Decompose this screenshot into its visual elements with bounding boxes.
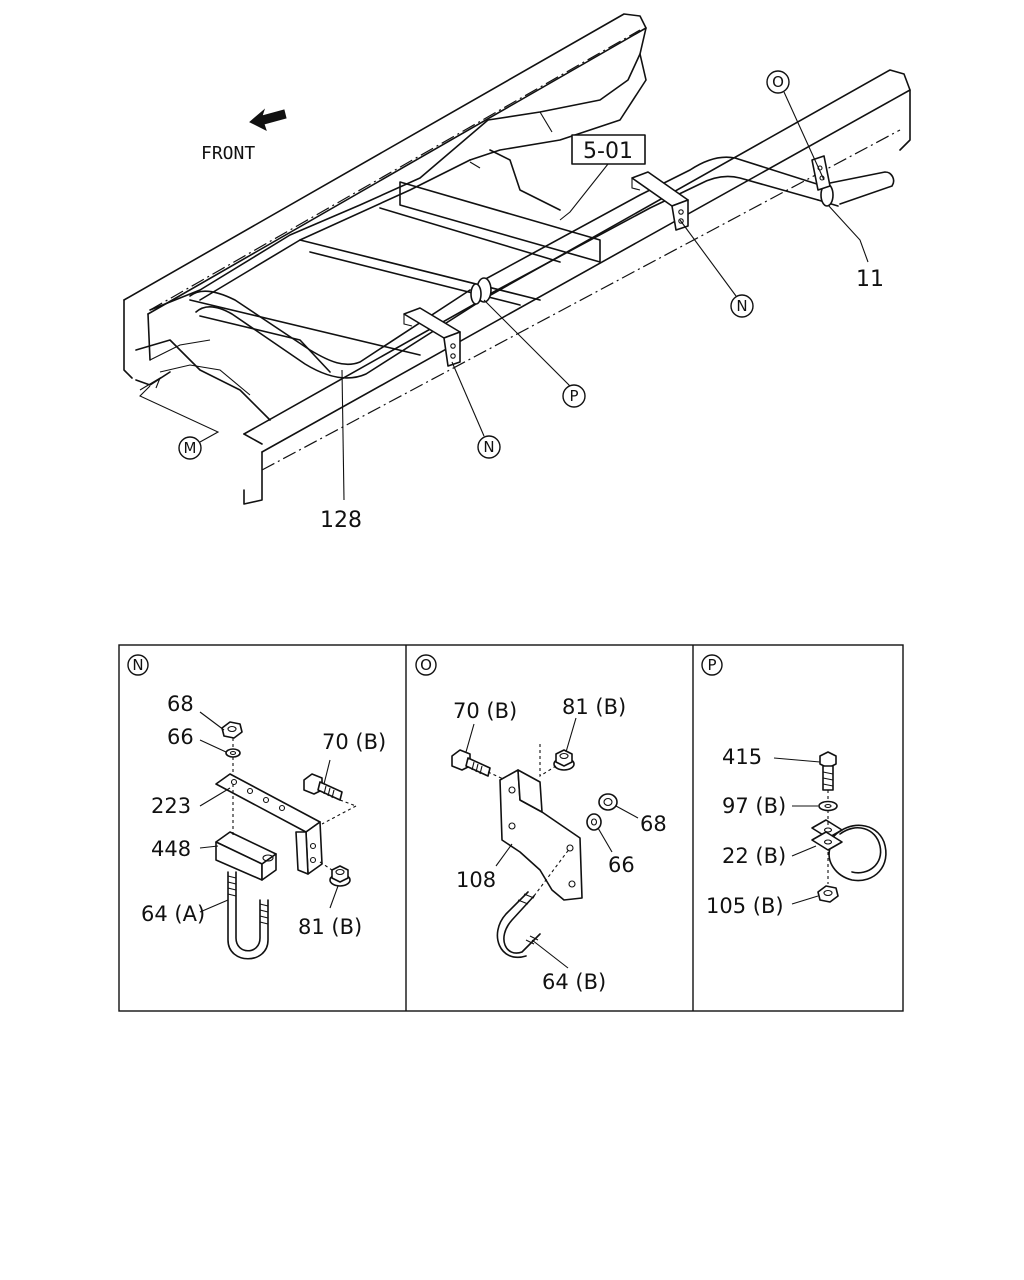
u-bolt-64b-icon (496, 891, 541, 959)
label-p-105b: 105 (B) (706, 894, 784, 918)
label-o-70b: 70 (B) (453, 699, 517, 723)
label-68: 68 (167, 692, 194, 716)
detail-panels-frame (118, 644, 904, 1012)
flange-nut-81b-o-icon (553, 749, 575, 771)
frame-rail-right (149, 29, 911, 505)
label-81b: 81 (B) (298, 915, 362, 939)
label-o-66: 66 (608, 853, 635, 877)
svg-text:N: N (736, 297, 747, 315)
reference-box (571, 134, 646, 165)
svg-text:O: O (772, 73, 784, 91)
panel-p: P (701, 654, 887, 918)
panel-n: N (127, 654, 386, 960)
detail-ref-n-left: N (477, 435, 501, 459)
bolt-70b-o-icon (451, 749, 491, 777)
svg-text:M: M (184, 439, 197, 457)
label-o-68: 68 (640, 812, 667, 836)
label-o-64b: 64 (B) (542, 970, 606, 994)
bracket-223-icon (215, 773, 323, 875)
spacer-448-icon (215, 831, 277, 881)
washer-icon (225, 748, 241, 758)
reference-box-label: 5-01 (583, 139, 633, 164)
washer-97b-icon (818, 800, 838, 812)
front-arrow-icon (249, 108, 287, 131)
detail-ref-p: P (562, 384, 586, 408)
label-o-81b: 81 (B) (562, 695, 626, 719)
panel-o-ref: O (415, 654, 437, 676)
nut-68-o-icon (598, 793, 618, 811)
detail-ref-m: M (178, 436, 202, 460)
svg-text:N: N (132, 656, 143, 674)
bracket-n-right (631, 171, 689, 231)
front-label: FRONT (201, 143, 255, 164)
reference-leader (559, 163, 609, 221)
bolt-70b-icon (303, 773, 343, 801)
panel-n-ref: N (127, 654, 149, 676)
overview-leaders (139, 91, 869, 501)
label-o-108: 108 (456, 868, 496, 892)
cross-member (189, 149, 601, 373)
tail-pipe-11 (817, 171, 895, 207)
clamp-22b-icon (811, 819, 887, 882)
svg-text:P: P (569, 387, 578, 405)
label-64a: 64 (A) (141, 902, 205, 926)
washer-66-o-icon (586, 813, 602, 831)
label-70b: 70 (B) (322, 730, 386, 754)
nut-105b-icon (817, 885, 839, 903)
bolt-415-icon (819, 751, 837, 791)
detail-ref-n-right: N (730, 294, 754, 318)
pipe-clamp-p (470, 277, 492, 305)
label-448: 448 (151, 837, 191, 861)
u-bolt-64a-icon (227, 871, 269, 960)
part-label-11: 11 (856, 267, 884, 292)
overview-drawing: FRONT (123, 13, 911, 533)
bracket-108-icon (499, 769, 583, 901)
flange-nut-81b-icon (329, 865, 351, 887)
label-p-415: 415 (722, 745, 762, 769)
nut-icon (221, 721, 243, 739)
panel-o: O (415, 654, 667, 994)
frame-rail-left (123, 13, 647, 379)
exhaust-pipe-middle (479, 156, 821, 297)
label-223: 223 (151, 794, 191, 818)
svg-text:O: O (420, 656, 432, 674)
label-66: 66 (167, 725, 194, 749)
exhaust-pipe-128 (189, 289, 477, 379)
svg-text:N: N (483, 438, 494, 456)
detail-ref-o: O (766, 70, 790, 94)
rear-end-section (135, 339, 271, 421)
label-p-22b: 22 (B) (722, 844, 786, 868)
panel-p-ref: P (701, 654, 723, 676)
label-p-97b: 97 (B) (722, 794, 786, 818)
part-label-128: 128 (320, 508, 362, 533)
svg-text:P: P (707, 656, 716, 674)
bracket-n-left (403, 307, 461, 367)
detail-panels: N (118, 644, 904, 1012)
